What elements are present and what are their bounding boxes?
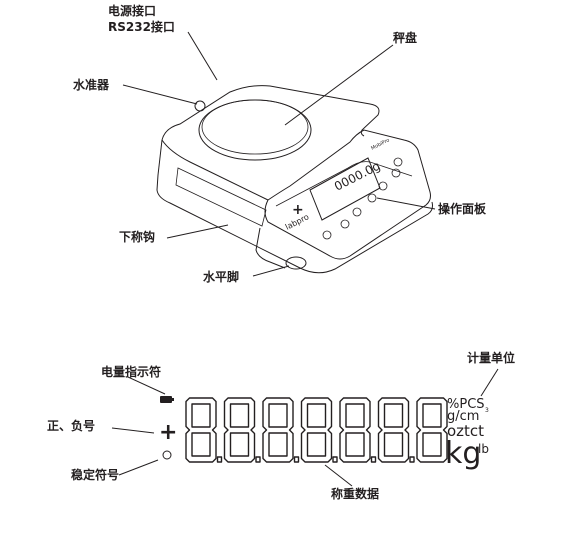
label-power-port: 电源接口: [108, 3, 156, 18]
unit-pcs: %PCS: [447, 397, 485, 412]
label-foot: 水平脚: [203, 269, 239, 284]
label-panel: 操作面板: [438, 201, 487, 216]
label-pan: 秤盘: [393, 30, 417, 45]
lcd-decimal-point: [409, 456, 415, 463]
unit-gcm: g/cm: [447, 409, 479, 424]
lcd-decimal-point: [370, 456, 377, 463]
lcd-digits: [185, 397, 448, 463]
scale-plus-sign: +: [292, 202, 304, 218]
label-units: 计量单位: [467, 350, 515, 365]
lcd-decimal-point: [216, 456, 223, 463]
lcd-digit: [416, 397, 448, 463]
label-sign: 正、负号: [47, 418, 95, 433]
lcd-digit: [339, 397, 377, 463]
label-weight: 称重数据: [331, 486, 379, 501]
lcd-digit: [262, 397, 300, 463]
level-bubble: [194, 100, 206, 112]
panel-outline: [264, 129, 431, 260]
scale-lcd: [309, 157, 381, 221]
lcd-digit: [185, 397, 223, 463]
lcd-digit: [300, 397, 338, 463]
model-mark: MobiPro: [370, 137, 390, 151]
label-stable: 稳定符号: [71, 467, 119, 482]
stable-icon: [162, 450, 172, 460]
lcd-decimal-point: [332, 456, 338, 463]
unit-kg: kg: [445, 436, 481, 471]
lcd-decimal-point: [255, 456, 261, 463]
lcd-digit: [223, 397, 261, 463]
label-level: 水准器: [73, 77, 110, 92]
panel-buttons: [322, 157, 403, 240]
lcd-decimal-point: [293, 456, 300, 463]
lcd-digit: [377, 397, 415, 463]
leader-lines-top: [122, 31, 436, 277]
label-battery: 电量指示符: [101, 364, 161, 379]
scale-illustration: 0000.0g + labpro MobiPro: [156, 85, 433, 274]
leader-lines-bottom: [111, 368, 499, 487]
lcd-display: + %PCS g/cm 3 oztct kg lb: [159, 396, 489, 471]
leveling-foot: [285, 256, 307, 270]
unit-lb: lb: [478, 442, 489, 456]
label-hook: 下称钩: [119, 229, 155, 244]
lcd-plus-sign: +: [159, 420, 177, 445]
unit-gcm-sup: 3: [485, 407, 489, 414]
unit-oz-ct: oztct: [447, 422, 484, 440]
label-rs232-port: RS232接口: [108, 19, 175, 34]
battery-icon: [160, 396, 172, 403]
